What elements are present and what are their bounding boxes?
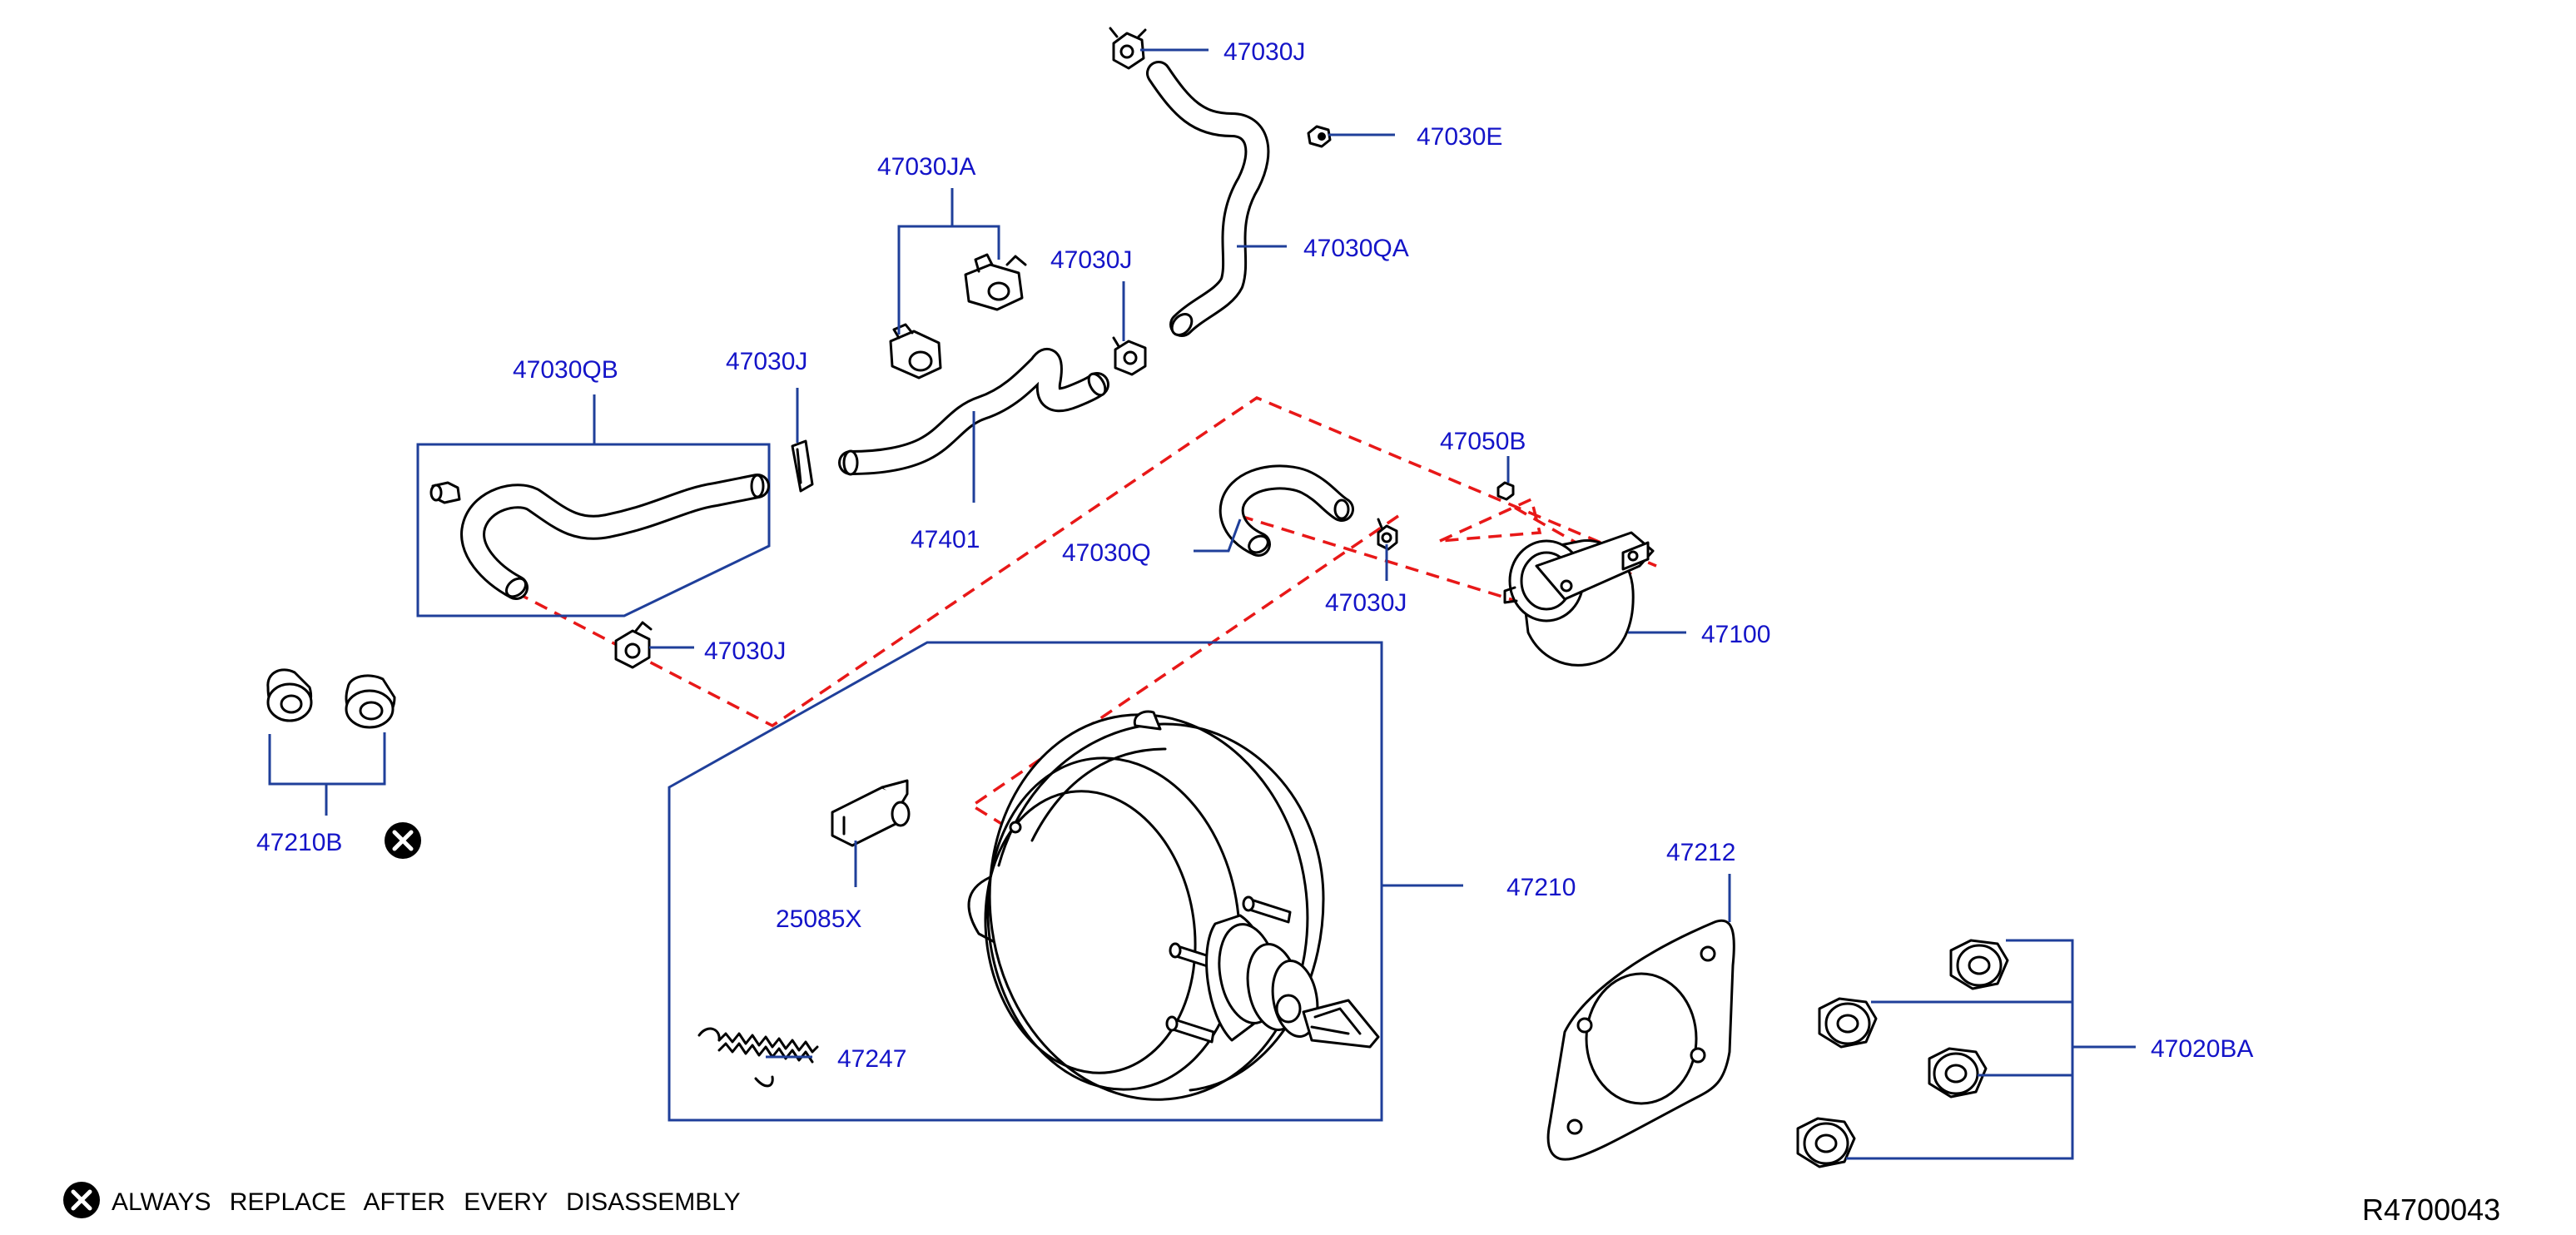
label-47247: 47247 <box>837 1045 906 1073</box>
label-47210b: 47210B <box>256 829 342 856</box>
hose-47401[interactable] <box>838 348 1109 476</box>
label-47030j-top: 47030J <box>1223 38 1305 66</box>
label-47401: 47401 <box>911 526 980 553</box>
label-47212: 47212 <box>1666 839 1735 866</box>
nut-47020ba-3[interactable] <box>1928 1047 1988 1099</box>
replace-legend: ALWAYS REPLACE AFTER EVERY DISASSEMBLY <box>63 1182 741 1218</box>
leader-lines <box>268 48 2136 1160</box>
clamp-47030j-top[interactable] <box>1109 27 1147 70</box>
label-47100: 47100 <box>1701 621 1770 648</box>
label-47030qa: 47030QA <box>1303 235 1409 262</box>
nut-47020ba-4[interactable] <box>1796 1117 1856 1168</box>
fitting-47030e[interactable] <box>1307 125 1332 148</box>
grommet-47210b-right[interactable] <box>345 674 396 729</box>
clamp-47030j-right[interactable] <box>1377 518 1398 551</box>
label-47030j-mid: 47030J <box>1050 246 1132 274</box>
screw-47050b[interactable] <box>1496 481 1515 501</box>
sensor-25085x[interactable] <box>831 779 911 847</box>
label-47030ja: 47030JA <box>877 153 975 181</box>
clamp-47030j-left[interactable] <box>791 439 814 493</box>
reference-code: R4700043 <box>2362 1193 2500 1227</box>
label-47030j-left: 47030J <box>726 348 807 375</box>
nut-47020ba-2[interactable] <box>1818 997 1878 1049</box>
clamp-47030j-mid[interactable] <box>1112 336 1147 376</box>
hose-47030qb-group[interactable] <box>416 443 771 618</box>
hose-47030qa[interactable] <box>1146 61 1270 339</box>
brake-booster-47210[interactable] <box>965 694 1380 1120</box>
check-valve-47030ja-upper[interactable] <box>964 253 1027 311</box>
label-47020ba: 47020BA <box>2151 1035 2253 1063</box>
legend-text: ALWAYS REPLACE AFTER EVERY DISASSEMBLY <box>112 1188 741 1216</box>
circled-x-icon <box>385 822 421 859</box>
gasket-47212[interactable] <box>1546 919 1735 1161</box>
grommet-47210b-left[interactable] <box>266 668 313 722</box>
label-47050b: 47050B <box>1440 428 1526 455</box>
circled-x-icon <box>63 1182 100 1218</box>
label-47030e: 47030E <box>1417 123 1502 151</box>
cap-plug-icon <box>429 481 461 504</box>
label-47030j-right: 47030J <box>1325 589 1407 617</box>
booster-47210-group[interactable] <box>668 641 1383 1122</box>
label-47210: 47210 <box>1506 874 1576 901</box>
label-47030qb: 47030QB <box>513 356 618 384</box>
nut-47020ba-1[interactable] <box>1949 939 2009 990</box>
label-25085x: 25085X <box>776 905 861 933</box>
vacuum-tank-47100[interactable] <box>1503 531 1655 667</box>
clamp-47030j-low[interactable] <box>614 621 653 669</box>
label-47030q: 47030Q <box>1062 539 1151 567</box>
label-47030j-low: 47030J <box>704 637 786 665</box>
check-valve-47030ja-lower[interactable] <box>889 323 942 379</box>
hose-47030q[interactable] <box>1219 464 1354 557</box>
